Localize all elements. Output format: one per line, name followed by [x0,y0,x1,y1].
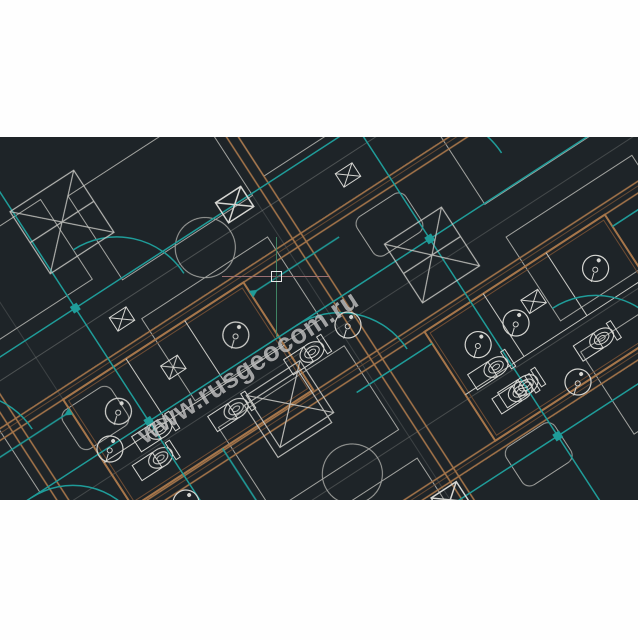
plan-geometry [0,137,638,500]
pipe-markers [69,233,564,442]
hatched-x-boxes [9,169,481,459]
cad-drawing-viewport[interactable]: www.rusgeocom.ru [0,137,638,500]
partition-walls-brown [0,137,638,500]
restroom-module-c [356,179,638,443]
viewport-background [0,137,638,500]
cad-drawing-canvas[interactable] [0,137,638,500]
